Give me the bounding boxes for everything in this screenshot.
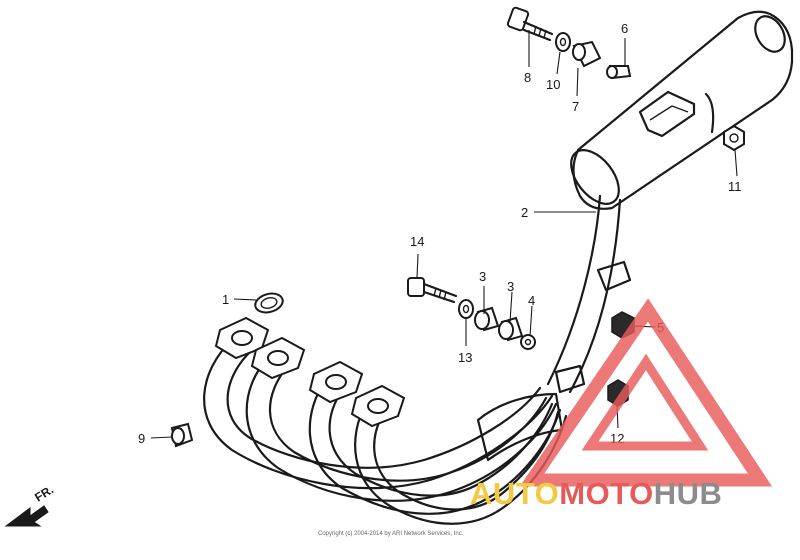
callout-11: 11 xyxy=(728,179,742,194)
callout-numbers: 1 2 3 3 4 5 6 7 8 9 10 11 12 13 14 xyxy=(138,21,742,446)
bolt-part-8 xyxy=(506,6,554,42)
muffler xyxy=(570,10,794,210)
callout-1: 1 xyxy=(222,292,229,307)
arrow-icon xyxy=(4,505,49,527)
collar-part-4 xyxy=(520,334,536,350)
callout-8: 8 xyxy=(524,70,531,85)
collar-part-6 xyxy=(606,65,632,80)
watermark-triangle-inner-icon xyxy=(581,353,709,451)
brand-part-auto: AUTO xyxy=(470,476,560,511)
watermark-triangle-outer-icon xyxy=(519,298,773,487)
washer-part-10 xyxy=(555,32,571,52)
plug-part-9 xyxy=(170,422,194,448)
callout-2: 2 xyxy=(521,205,528,220)
rubber-part-3a xyxy=(474,306,500,332)
leader-lines xyxy=(150,30,738,439)
watermark-brand: AUTOMOTOHUB xyxy=(470,476,722,512)
washer-part-13 xyxy=(458,299,474,319)
callout-13: 13 xyxy=(458,350,472,365)
brand-part-hub: HUB xyxy=(653,476,723,511)
callout-3b: 3 xyxy=(507,279,514,294)
callout-9: 9 xyxy=(138,431,145,446)
rubber-mount-part-7 xyxy=(572,40,602,68)
gasket-part-1 xyxy=(254,292,284,314)
brand-part-moto: MOTO xyxy=(559,476,654,511)
rubber-part-3b xyxy=(498,316,524,342)
front-direction-arrow: FR. xyxy=(4,482,56,527)
bolt-part-14 xyxy=(407,277,458,304)
callout-4: 4 xyxy=(528,293,535,308)
callout-10: 10 xyxy=(546,77,560,92)
watermark-logo xyxy=(519,298,773,487)
front-label: FR. xyxy=(32,482,56,504)
callout-6: 6 xyxy=(621,21,628,36)
nut-part-11 xyxy=(723,124,745,152)
link-pipe xyxy=(546,194,632,394)
copyright-notice: Copyright (c) 2004-2014 by ARI Network S… xyxy=(318,531,464,537)
callout-14: 14 xyxy=(410,234,424,249)
callout-3a: 3 xyxy=(479,269,486,284)
callout-7: 7 xyxy=(572,99,579,114)
